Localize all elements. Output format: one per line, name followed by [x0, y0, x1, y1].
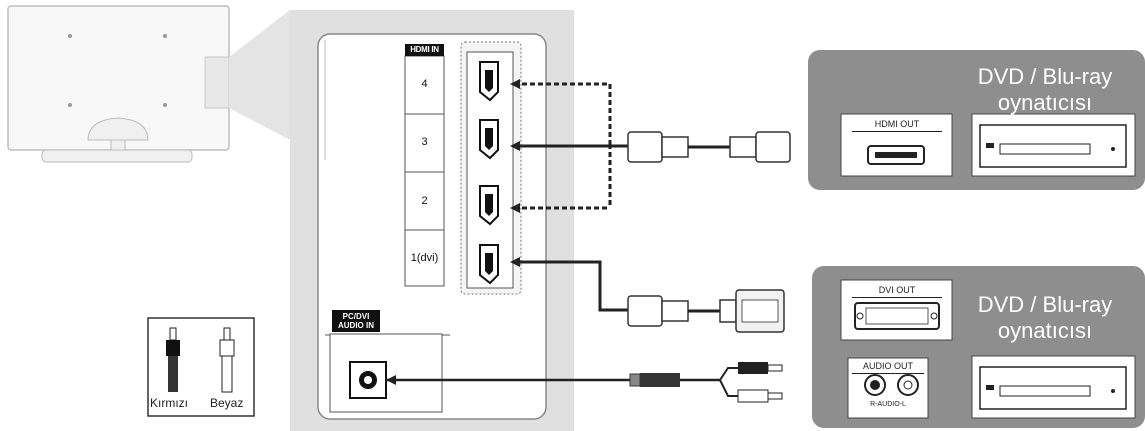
hdmi-label-column: [404, 55, 445, 287]
hdmi-plug-right: [729, 136, 757, 158]
top-device-title-line2: oynatıcısı: [997, 90, 1093, 115]
tv-stand-neck: [87, 117, 149, 141]
hdmi-out-label: HDMI OUT: [852, 118, 942, 132]
hdmi-port-1: [479, 244, 499, 285]
tv-port-area-highlight: [204, 56, 230, 109]
white-plug-icon: [219, 327, 235, 393]
hdmi-port-2-number: 2: [421, 195, 428, 207]
hdmi-port-3-number: 3: [421, 136, 428, 148]
hdmi-port-3: [479, 119, 499, 160]
hdmi-cable: [510, 131, 791, 163]
legend-red-label: Kırmızı: [150, 396, 188, 410]
tv-screw-hole: [163, 34, 167, 38]
audio-out-label: AUDIO OUT: [852, 360, 924, 374]
hdmi-port-1-number: 1(dvi): [410, 252, 439, 264]
hdmi-port-4: [479, 61, 499, 102]
tv-screw-hole: [163, 103, 167, 107]
bottom-device-title-line1: DVD / Blu-ray: [977, 292, 1113, 317]
audio-cable: [386, 362, 783, 403]
legend-box: [147, 317, 255, 417]
hdmi-dvi-cable: [510, 257, 785, 333]
hdmi-port-2: [479, 185, 499, 226]
legend-white-label: Beyaz: [210, 396, 244, 410]
dvi-out-label: DVI OUT: [852, 284, 942, 298]
tv-screw-hole: [68, 103, 72, 107]
bottom-device-title-line2: oynatıcısı: [997, 318, 1093, 343]
optional-hdmi-connections: [510, 79, 612, 213]
top-device-title-line1: DVD / Blu-ray: [977, 64, 1113, 89]
pc-dvi-audio-in-label: PC/DVI AUDIO IN: [332, 310, 380, 332]
tv-stand-base: [41, 149, 193, 163]
hdmi-port-4-number: 4: [421, 78, 428, 90]
audio-channel-label: R-AUDIO-L: [870, 401, 906, 408]
hdmi-in-label: HDMI IN: [405, 44, 444, 56]
hdmi-plug-left: [627, 131, 663, 163]
red-plug-icon: [166, 327, 180, 392]
tv-screw-hole: [68, 34, 72, 38]
tv-illustration: [7, 5, 290, 163]
tv-zoom-callout: [229, 10, 290, 140]
